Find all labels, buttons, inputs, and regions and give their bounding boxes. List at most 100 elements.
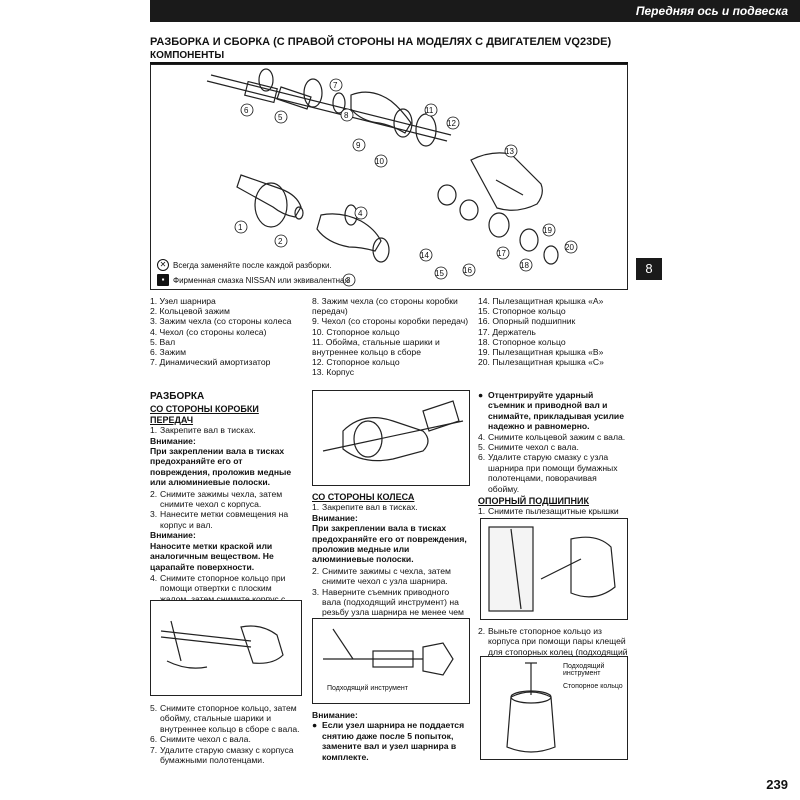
header-bar: Передняя ось и подвеска <box>150 0 800 22</box>
parts-list-col2: 8. Зажим чехла (со стороны коробки перед… <box>312 296 472 378</box>
svg-text:7: 7 <box>333 81 338 90</box>
step-text: Снимите зажимы с чехла, затем снимите че… <box>322 565 451 587</box>
grease-symbol-icon: ▪ <box>157 274 169 286</box>
part-item: 13. Корпус <box>312 367 355 378</box>
attention-label: Внимание: <box>150 435 196 446</box>
running-header-title: Передняя ось и подвеска <box>635 4 788 18</box>
step-text: Удалите старую смазку с узла шарнира при… <box>488 452 618 494</box>
snap-ring-drawing <box>506 662 556 753</box>
tool-label: Подходящий инструмент <box>327 685 408 692</box>
page-number: 239 <box>766 777 788 792</box>
step-text: Снимите кольцевой зажим с вала. <box>488 431 626 442</box>
warning-text: Если узел шарнира не поддается снятию да… <box>322 720 465 762</box>
puller-drawing <box>323 628 454 676</box>
svg-text:18: 18 <box>520 261 529 270</box>
svg-text:6: 6 <box>244 106 249 115</box>
svg-text:9: 9 <box>356 141 361 150</box>
svg-text:2: 2 <box>278 237 283 246</box>
exploded-view-drawing: 6 5 1 2 4 3 9 10 11 12 13 14 15 16 17 18… <box>206 68 578 287</box>
warning-text: Наносите метки краской или аналогичным в… <box>150 540 274 572</box>
step-text: Снимите стопорное кольцо, затем обойму, … <box>160 703 300 734</box>
svg-text:19: 19 <box>543 226 552 235</box>
title-rule <box>150 62 628 64</box>
svg-text:20: 20 <box>565 243 574 252</box>
part-item: 5. Вал <box>150 336 176 347</box>
transmission-side-heading: СО СТОРОНЫ КОРОБКИ ПЕРЕДАЧ <box>150 404 259 425</box>
part-item: 12. Стопорное кольцо <box>312 357 400 368</box>
section-title: РАЗБОРКА И СБОРКА (С ПРАВОЙ СТОРОНЫ НА М… <box>150 36 612 48</box>
components-title: КОМПОНЕНТЫ <box>150 50 225 61</box>
svg-text:1: 1 <box>238 223 243 232</box>
left-column: РАЗБОРКА СО СТОРОНЫ КОРОБКИ ПЕРЕДАЧ 1.За… <box>150 390 302 615</box>
replace-symbol-icon: ✕ <box>157 259 169 271</box>
part-item: 10. Стопорное кольцо <box>312 326 400 337</box>
part-item: 17. Держатель <box>478 326 536 337</box>
figure-dust-cover <box>480 518 628 620</box>
svg-text:5: 5 <box>278 113 283 122</box>
snap-ring-label: Стопорное кольцо <box>563 683 623 690</box>
figure-vise-shaft <box>312 390 470 486</box>
step-text: Закрепите вал в тисках. <box>322 502 418 513</box>
support-bearing-heading: ОПОРНЫЙ ПОДШИПНИК <box>478 496 589 507</box>
warning-text: При закреплении вала в тисках предохраня… <box>150 446 292 488</box>
part-item: 16. Опорный подшипник <box>478 316 576 327</box>
figure-puller: Подходящий инструмент <box>312 618 470 704</box>
step-text: Нанесите метки совмещения на корпус и ва… <box>160 509 289 530</box>
part-item: 3. Зажим чехла (со стороны колеса <box>150 316 292 327</box>
part-item: 11. Обойма, стальные шарики и внутреннее… <box>312 336 440 358</box>
part-item: 1. Узел шарнира <box>150 296 216 306</box>
parts-list-col1: 1. Узел шарнира 2. Кольцевой зажим 3. За… <box>150 296 310 367</box>
part-item: 15. Стопорное кольцо <box>478 306 566 317</box>
svg-text:8: 8 <box>344 111 349 120</box>
part-item: 9. Чехол (со стороны коробки передач) <box>312 316 469 327</box>
dust-cover-drawing <box>488 526 616 612</box>
middle-column-bottom: Внимание: ●Если узел шарнира не поддаетс… <box>312 710 470 762</box>
tool-label: Подходящий инструмент <box>563 663 605 677</box>
vise-shaft-drawing <box>322 400 464 462</box>
svg-text:13: 13 <box>505 147 514 156</box>
part-item: 19. Пылезащитная крышка «В» <box>478 347 604 358</box>
attention-label: Внимание: <box>312 710 358 720</box>
legend-row-grease: ▪ Фирменная смазка NISSAN или эквивалент… <box>157 274 349 286</box>
figure-housing-removal <box>150 600 302 696</box>
legend-grease-text: Фирменная смазка NISSAN или эквивалентна… <box>173 275 349 285</box>
figure-snap-ring: Подходящий инструмент Стопорное кольцо <box>480 656 628 760</box>
part-item: 7. Динамический амортизатор <box>150 357 271 368</box>
svg-text:16: 16 <box>463 266 472 275</box>
part-item: 14. Пылезащитная крышка «А» <box>478 296 604 306</box>
chapter-tab: 8 <box>636 258 662 280</box>
diagram-legend: ✕ Всегда заменяйте после каждой разборки… <box>157 259 349 289</box>
part-item: 4. Чехол (со стороны колеса) <box>150 326 267 337</box>
part-item: 6. Зажим <box>150 347 186 358</box>
part-item: 2. Кольцевой зажим <box>150 306 230 317</box>
step-text: Снимите чехол с вала. <box>488 442 579 453</box>
part-item: 20. Пылезащитная крышка «С» <box>478 357 604 368</box>
components-diagram: 6 5 1 2 4 3 9 10 11 12 13 14 15 16 17 18… <box>150 64 628 290</box>
legend-replace-text: Всегда заменяйте после каждой разборки. <box>173 260 332 270</box>
middle-column: СО СТОРОНЫ КОЛЕСА 1.Закрепите вал в тиск… <box>312 490 470 639</box>
warning-text: При закреплении вала в тисках предохраня… <box>312 523 467 565</box>
housing-removal-drawing <box>160 620 284 669</box>
bullet-text: Отцентрируйте ударный съемник и приводно… <box>488 390 624 432</box>
attention-label: Внимание: <box>312 512 358 523</box>
part-item: 18. Стопорное кольцо <box>478 336 566 347</box>
step-text: Закрепите вал в тисках. <box>160 425 256 436</box>
wheel-side-heading: СО СТОРОНЫ КОЛЕСА <box>312 492 415 502</box>
attention-label: Внимание: <box>150 530 196 541</box>
svg-text:10: 10 <box>375 157 384 166</box>
part-item: 8. Зажим чехла (со стороны коробки перед… <box>312 296 458 317</box>
svg-text:12: 12 <box>447 119 456 128</box>
disassembly-heading: РАЗБОРКА <box>150 391 205 402</box>
svg-text:11: 11 <box>425 106 434 115</box>
svg-text:3: 3 <box>346 276 351 285</box>
svg-text:17: 17 <box>497 249 506 258</box>
parts-list-col3: 14. Пылезащитная крышка «А» 15. Стопорно… <box>478 296 628 367</box>
legend-row-replace: ✕ Всегда заменяйте после каждой разборки… <box>157 259 349 271</box>
left-column-bottom: 5.Снимите стопорное кольцо, затем обойму… <box>150 703 302 765</box>
svg-text:15: 15 <box>435 269 444 278</box>
step-text: Удалите старую смазку с корпуса бумажным… <box>160 744 294 766</box>
step-text: Снимите зажимы чехла, затем снимите чехо… <box>160 488 283 510</box>
step-text: Снимите чехол с вала. <box>160 734 251 745</box>
svg-text:14: 14 <box>420 251 429 260</box>
svg-text:4: 4 <box>358 209 363 218</box>
